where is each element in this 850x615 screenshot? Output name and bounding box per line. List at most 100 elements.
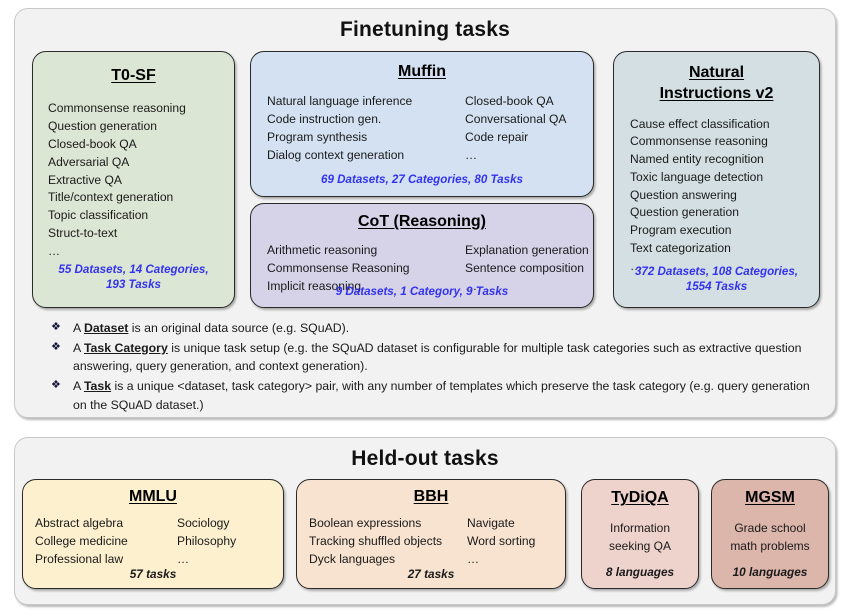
card-cot-items-right: Explanation generation Sentence composit… xyxy=(465,242,589,295)
definition-row-task-category: ❖ A Task Category is unique task setup (… xyxy=(45,339,825,376)
list-item-ellipsis: … xyxy=(48,243,61,258)
definition-prefix: A xyxy=(73,340,84,355)
finetuning-section-title: Finetuning tasks xyxy=(339,18,511,41)
card-tydiqa-description: Information seeking QA xyxy=(582,520,698,554)
list-item: Topic classification xyxy=(48,208,149,223)
list-item: Cause effect classification xyxy=(630,116,770,131)
list-item: Text categorization xyxy=(630,240,731,255)
definition-suffix: is an original data source (e.g. SQuAD). xyxy=(128,321,350,335)
list-item: Closed-book QA xyxy=(48,137,137,151)
card-muffin-items-right: Closed-book QA Conversational QA Code re… xyxy=(465,93,567,164)
list-item: Program synthesis xyxy=(267,130,368,144)
list-item: Philosophy xyxy=(177,534,237,549)
diamond-bullet-icon: ❖ xyxy=(51,340,61,353)
list-item: Closed-book QA xyxy=(465,94,554,109)
list-item-ellipsis: … xyxy=(630,258,643,273)
definition-suffix: is unique task setup (e.g. the SQuAD dat… xyxy=(73,340,802,374)
list-item: Code instruction gen. xyxy=(267,112,382,127)
held-out-section-title: Held-out tasks xyxy=(351,447,499,470)
card-t0-sf: T0-SF Commonsense reasoning Question gen… xyxy=(32,51,235,308)
card-mgsm-description: Grade school math problems xyxy=(712,520,828,554)
description-line: seeking QA xyxy=(608,538,672,553)
list-item: Word sorting xyxy=(467,534,536,549)
list-item: Natural language inference xyxy=(267,94,413,109)
definitions-list: ❖ A Dataset is an original data source (… xyxy=(45,319,825,415)
list-item: Abstract algebra xyxy=(35,516,124,531)
stat-line: 9 Datasets, 1 Category, 9 Tasks xyxy=(335,285,509,299)
list-item: Commonsense reasoning xyxy=(48,101,186,116)
stat-line: 69 Datasets, 27 Categories, 80 Tasks xyxy=(321,173,523,187)
card-muffin-title: Muffin xyxy=(398,63,446,80)
stat-line: 55 Datasets, 14 Categories, xyxy=(58,263,209,277)
definition-prefix: A xyxy=(73,321,84,335)
card-bbh-items-right: Navigate Word sorting … xyxy=(467,515,535,568)
list-item: Toxic language detection xyxy=(630,169,764,184)
description-line: math problems xyxy=(730,538,810,553)
list-item: College medicine xyxy=(35,534,128,549)
card-t0-sf-items: Commonsense reasoning Question generatio… xyxy=(48,100,234,260)
stat-line: 193 Tasks xyxy=(105,278,161,292)
card-cot-reasoning-stats: 9 Datasets, 1 Category, 9 Tasks xyxy=(251,285,593,300)
card-mgsm: MGSM Grade school math problems 10 langu… xyxy=(711,479,829,589)
card-cot-reasoning-items: Arithmetic reasoning Commonsense Reasoni… xyxy=(267,242,593,295)
card-bbh: BBH Boolean expressions Tracking shuffle… xyxy=(296,479,566,589)
list-item: Extractive QA xyxy=(48,172,122,187)
list-item: Question generation xyxy=(48,119,157,134)
list-item: Arithmetic reasoning xyxy=(267,243,378,258)
list-item: Implicit reasoning xyxy=(267,279,362,293)
list-item: Question generation xyxy=(630,205,739,220)
card-muffin-items-left: Natural language inference Code instruct… xyxy=(267,93,465,164)
list-item: Commonsense Reasoning xyxy=(267,261,410,276)
definition-text: A Dataset is an original data source (e.… xyxy=(73,319,825,338)
card-cot-items-left: Arithmetic reasoning Commonsense Reasoni… xyxy=(267,242,465,295)
list-item: Question answering xyxy=(630,187,737,202)
definition-row-task: ❖ A Task is a unique <dataset, task cate… xyxy=(45,377,825,414)
diamond-bullet-icon: ❖ xyxy=(51,379,61,392)
card-natural-instructions-v2-title: Natural Instructions v2 xyxy=(614,63,819,105)
card-mgsm-stat: 10 languages xyxy=(732,565,808,579)
list-item: Professional law xyxy=(35,552,124,566)
card-mmlu-items-left: Abstract algebra College medicine Profes… xyxy=(35,515,177,568)
definition-suffix: is a unique <dataset, task category> pai… xyxy=(73,379,810,412)
card-bbh-title: BBH xyxy=(413,488,449,505)
definition-text: A Task Category is unique task setup (e.… xyxy=(73,339,825,376)
list-item-ellipsis: … xyxy=(465,147,478,162)
card-muffin-stats: 69 Datasets, 27 Categories, 80 Tasks xyxy=(251,173,593,188)
list-item-ellipsis: … xyxy=(177,552,190,566)
list-item: Struct-to-text xyxy=(48,225,118,240)
stat-line: 1554 Tasks xyxy=(685,280,748,294)
card-bbh-stat: 27 tasks xyxy=(407,567,455,581)
list-item: Tracking shuffled objects xyxy=(309,534,443,549)
list-item: Program execution xyxy=(630,223,732,238)
list-item: Navigate xyxy=(467,516,515,531)
card-mmlu-items: Abstract algebra College medicine Profes… xyxy=(35,515,283,568)
card-mmlu-items-right: Sociology Philosophy … xyxy=(177,515,236,568)
list-item: Code repair xyxy=(465,130,529,144)
card-bbh-items-left: Boolean expressions Tracking shuffled ob… xyxy=(309,515,467,568)
card-muffin: Muffin Natural language inference Code i… xyxy=(250,51,594,197)
list-item: Title/context generation xyxy=(48,190,174,205)
list-item: Conversational QA xyxy=(465,112,567,127)
card-natural-instructions-v2: Natural Instructions v2 Cause effect cla… xyxy=(613,51,820,308)
card-mmlu-title: MMLU xyxy=(129,488,177,505)
list-item: Sociology xyxy=(177,516,230,531)
list-item: Commonsense reasoning xyxy=(630,134,768,149)
list-item: Boolean expressions xyxy=(309,516,422,531)
list-item: Sentence composition xyxy=(465,261,584,276)
card-mmlu-stat: 57 tasks xyxy=(129,567,177,581)
list-item: Named entity recognition xyxy=(630,152,764,167)
stat-line: 372 Datasets, 108 Categories, xyxy=(634,265,799,279)
finetuning-tasks-section: Finetuning tasks T0-SF Commonsense reaso… xyxy=(14,8,836,418)
card-natural-instructions-v2-items: Cause effect classification Commonsense … xyxy=(630,116,819,276)
definition-row-dataset: ❖ A Dataset is an original data source (… xyxy=(45,319,825,338)
definition-prefix: A xyxy=(73,379,84,394)
list-item: Adversarial QA xyxy=(48,154,130,169)
list-item-ellipsis: … xyxy=(467,552,480,566)
card-t0-sf-stats: 55 Datasets, 14 Categories, 193 Tasks xyxy=(33,263,234,293)
card-title-line: Instructions v2 xyxy=(659,84,774,102)
card-tydiqa-stat: 8 languages xyxy=(605,565,675,579)
card-mgsm-title: MGSM xyxy=(745,489,795,506)
card-bbh-items: Boolean expressions Tracking shuffled ob… xyxy=(309,515,565,568)
definition-term: Task Category xyxy=(83,340,168,355)
